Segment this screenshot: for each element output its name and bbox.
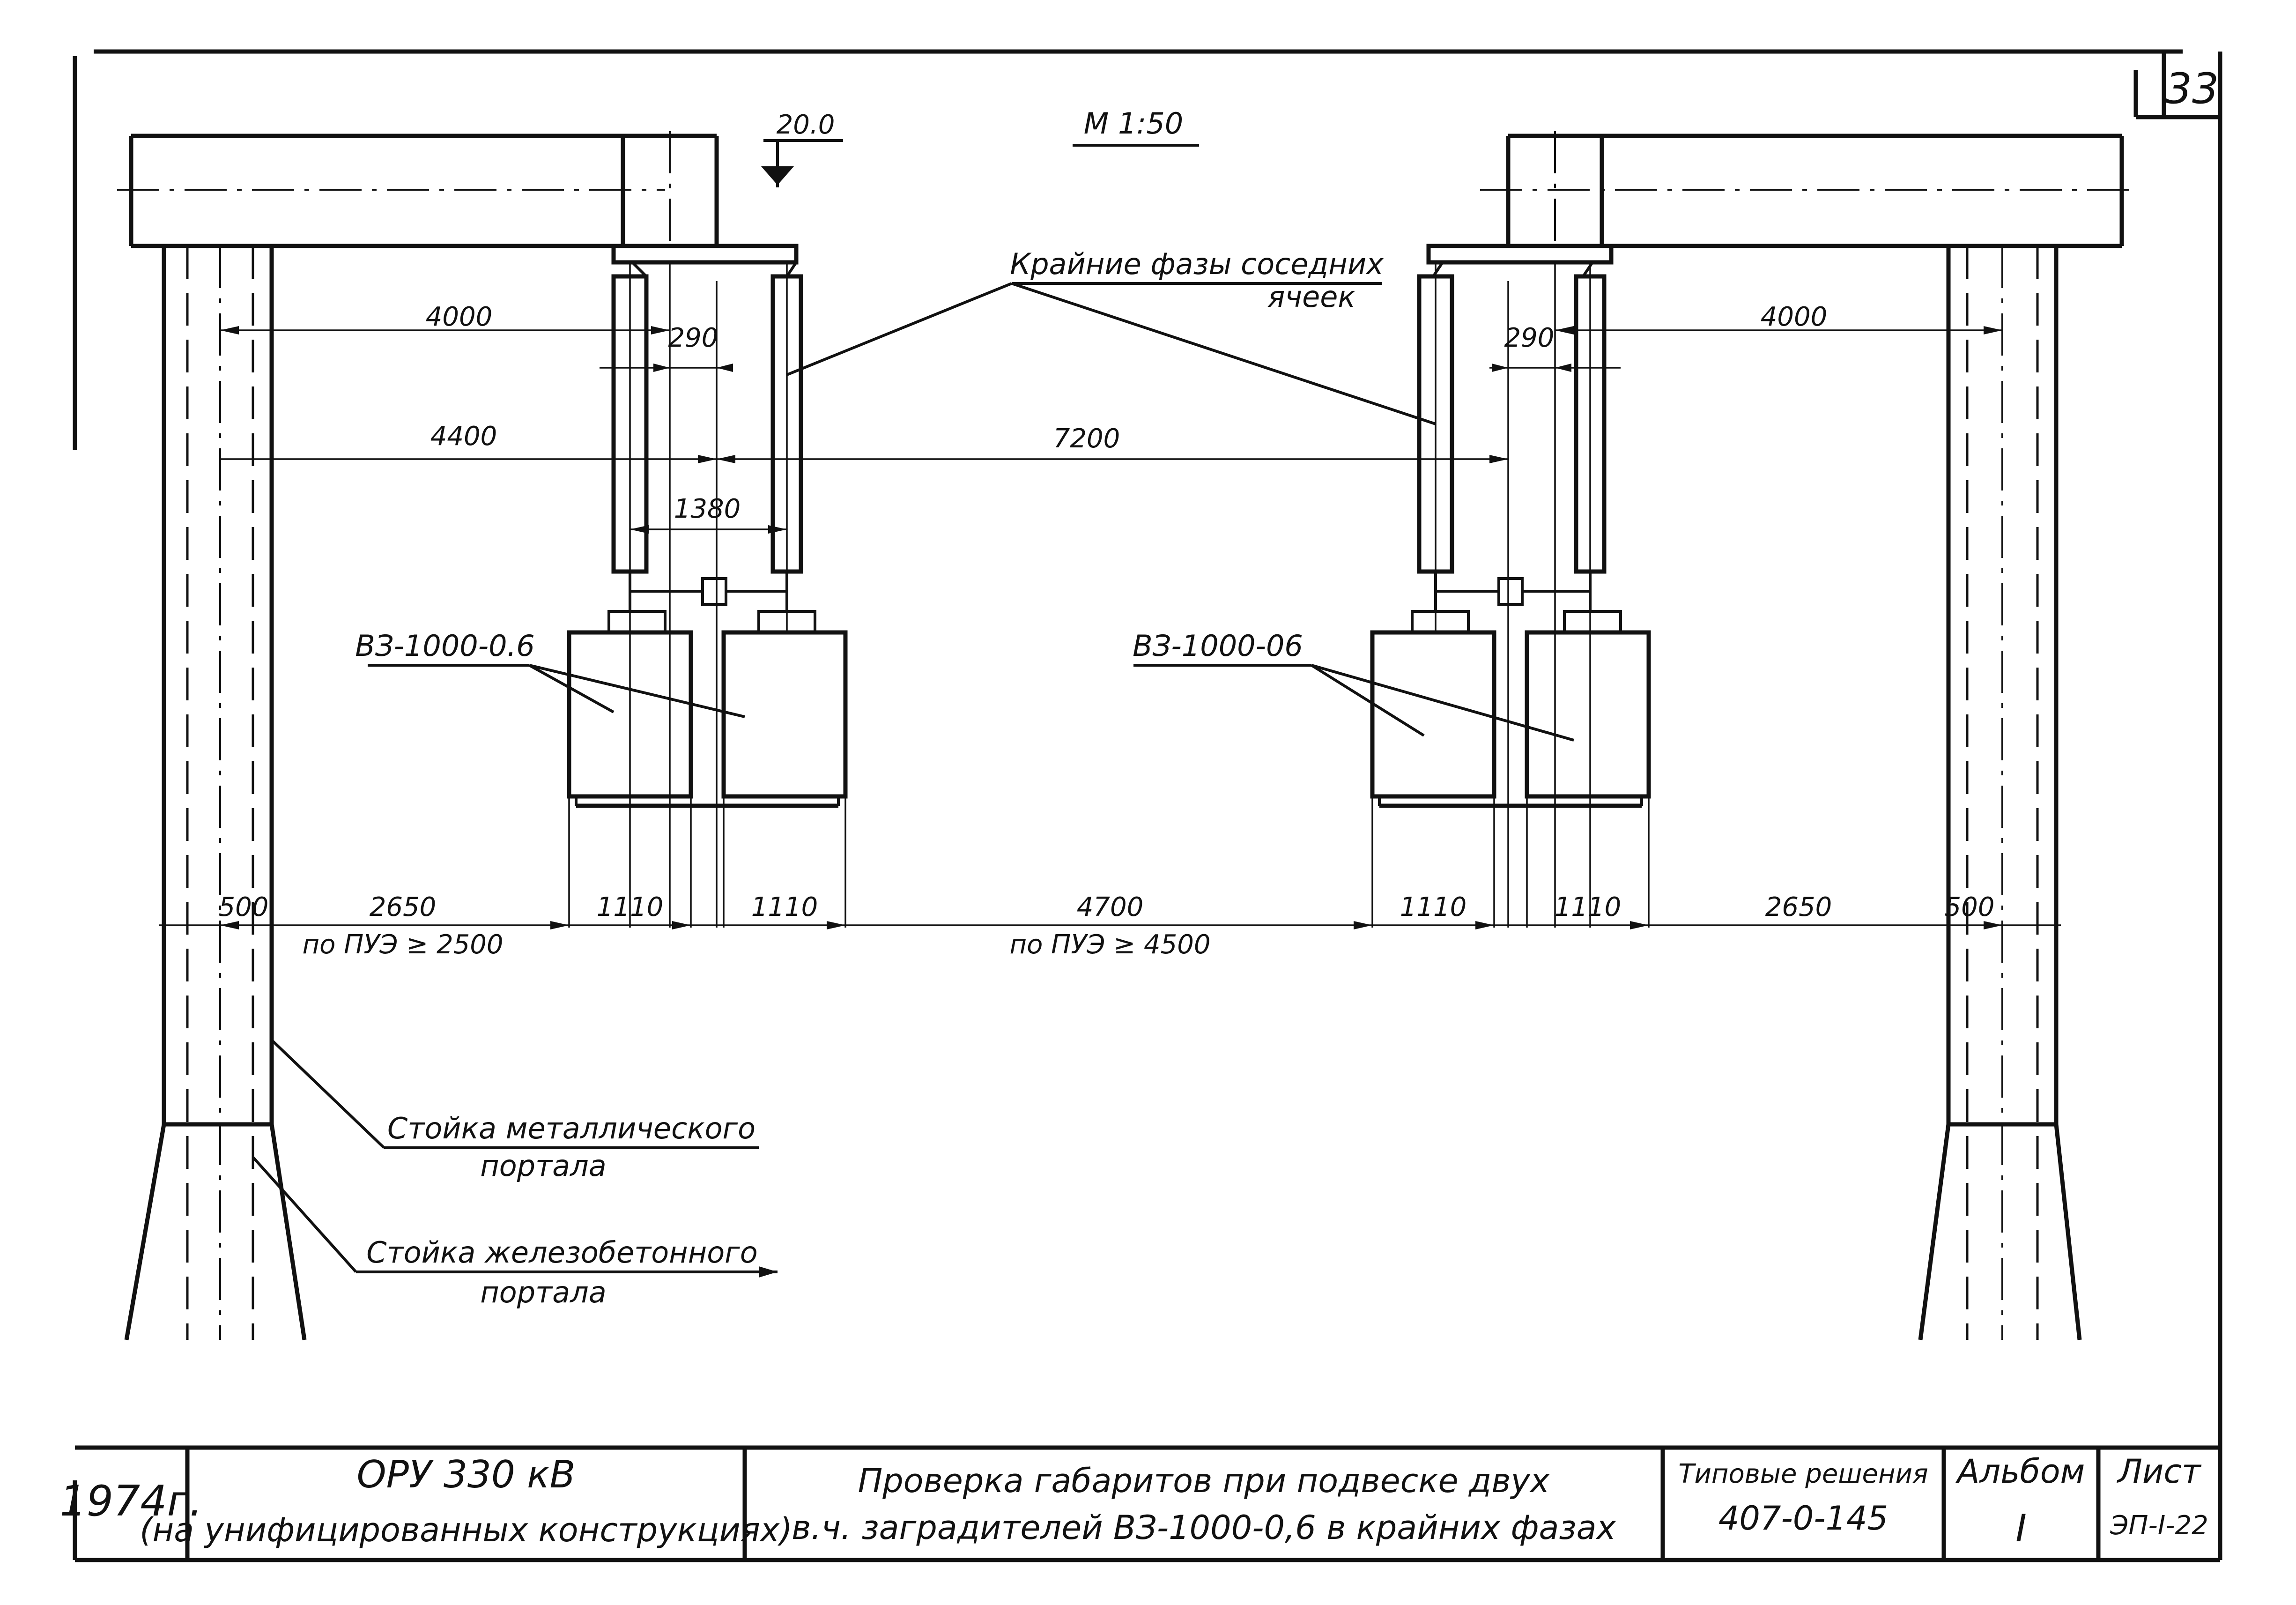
dim-500-right: 500 bbox=[1945, 892, 1995, 922]
title-block bbox=[73, 1445, 2220, 1562]
callout-trap-right bbox=[1133, 664, 1574, 742]
dim-1110-b: 1110 bbox=[751, 892, 818, 922]
dim-290-left: 290 bbox=[668, 323, 718, 353]
project-label: Типовые решения bbox=[1678, 1459, 1928, 1489]
right-portal-beam bbox=[1429, 131, 2136, 248]
outer-phases-label-line1: Крайние фазы соседних bbox=[1010, 247, 1384, 281]
outer-phases-label-line2: ячеек bbox=[1267, 280, 1355, 314]
level-mark: 20.0 bbox=[761, 110, 843, 187]
dim-1110-d: 1110 bbox=[1555, 892, 1622, 922]
concrete-post-label-line2: портала bbox=[480, 1275, 607, 1309]
title-year: 1974г. bbox=[60, 1477, 203, 1526]
dim-1110-c: 1110 bbox=[1400, 892, 1467, 922]
title-object-line1: ОРУ 330 кВ bbox=[357, 1453, 576, 1496]
dim-500-left: 500 bbox=[219, 892, 269, 922]
trap-label-left: ВЗ-1000-0.6 bbox=[355, 629, 534, 663]
left-trap-2 bbox=[721, 630, 848, 799]
dim-pue-2500: по ПУЭ ≥ 2500 bbox=[302, 929, 503, 960]
left-column bbox=[124, 246, 307, 1340]
callout-outer-phases bbox=[786, 282, 1436, 425]
dim-2650-left: 2650 bbox=[370, 892, 437, 922]
dim-2650-right: 2650 bbox=[1765, 892, 1832, 922]
dim-4000-right: 4000 bbox=[1761, 302, 1828, 332]
right-column bbox=[1918, 246, 2082, 1340]
right-trap-1 bbox=[1370, 630, 1496, 799]
title-line1: Проверка габаритов при подвеске двух bbox=[858, 1462, 1550, 1500]
dim-1110-a: 1110 bbox=[597, 892, 664, 922]
callout-trap-left bbox=[368, 664, 745, 718]
right-trap-2 bbox=[1525, 630, 1651, 799]
concrete-post-label-line1: Стойка железобетонного bbox=[366, 1235, 757, 1270]
metal-post-label-line2: портала bbox=[480, 1149, 607, 1183]
dim-pue-4500: по ПУЭ ≥ 4500 bbox=[1009, 929, 1210, 960]
dim-4000-left: 4000 bbox=[426, 302, 493, 332]
title-line2: в.ч. заградителей ВЗ-1000-0,6 в крайних … bbox=[792, 1508, 1616, 1547]
sheet-frame bbox=[73, 49, 2222, 1560]
album-label: Альбом bbox=[1955, 1452, 2085, 1491]
dimension-lines bbox=[159, 326, 2061, 929]
sheet-number: 33 bbox=[2165, 64, 2219, 113]
dim-1380: 1380 bbox=[674, 494, 741, 524]
project-code: 407-0-145 bbox=[1718, 1499, 1888, 1538]
album-value: I bbox=[2015, 1507, 2027, 1550]
callout-concrete-post bbox=[252, 1156, 778, 1278]
level-mark-value: 20.0 bbox=[777, 110, 835, 140]
dim-7200: 7200 bbox=[1053, 424, 1120, 454]
callout-metal-post bbox=[270, 1039, 759, 1149]
scale-label: М 1:50 bbox=[1084, 106, 1183, 141]
dim-4700: 4700 bbox=[1077, 892, 1144, 922]
metal-post-label-line1: Стойка металлического bbox=[387, 1111, 755, 1145]
sheet-label: Лист bbox=[2116, 1452, 2202, 1491]
title-object-line2: (на унифицированных конструкциях) bbox=[140, 1511, 792, 1549]
dim-4400: 4400 bbox=[430, 421, 497, 452]
left-portal-beam bbox=[117, 131, 796, 248]
dim-290-right: 290 bbox=[1504, 323, 1555, 353]
sheet-code: ЭП-I-22 bbox=[2110, 1510, 2208, 1541]
extension-lines bbox=[568, 262, 1650, 928]
trap-label-right: ВЗ-1000-06 bbox=[1133, 629, 1303, 663]
